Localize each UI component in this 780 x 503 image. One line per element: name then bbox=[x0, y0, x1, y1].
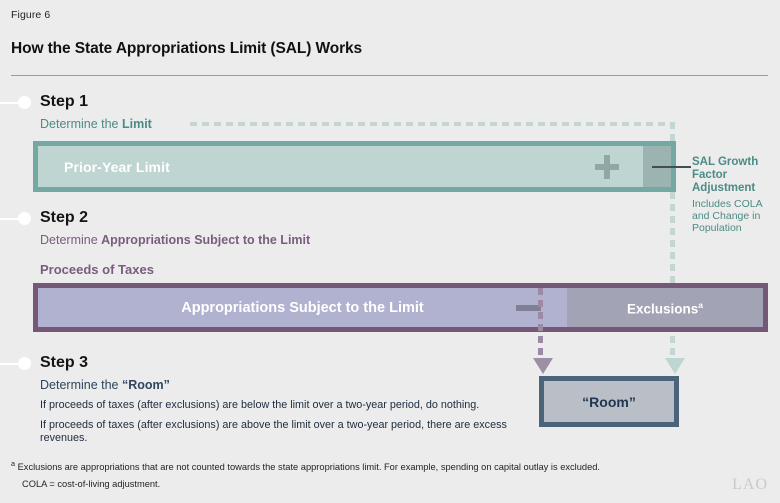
room-result-label: “Room” bbox=[582, 393, 636, 410]
sal-growth-callout-note: Includes COLA and Change in Population bbox=[692, 197, 763, 235]
exclusions-label: Exclusionsa bbox=[567, 299, 763, 316]
step-2-subheading: Determine Appropriations Subject to the … bbox=[40, 233, 310, 247]
room-result-box: “Room” bbox=[539, 376, 679, 427]
appropriations-subject-to-limit-label: Appropriations Subject to the Limit bbox=[181, 299, 424, 316]
proceeds-of-taxes-bar: Appropriations Subject to the Limit Excl… bbox=[33, 283, 768, 332]
step-1-marker bbox=[0, 96, 40, 110]
step-2-bullet-dot bbox=[18, 212, 31, 225]
title-divider bbox=[11, 75, 768, 76]
step-1-sub-strong: Limit bbox=[121, 117, 152, 131]
appropriations-dashed-line-vertical bbox=[538, 288, 543, 359]
footnote-a: a Exclusions are appropriations that are… bbox=[11, 458, 768, 473]
step-3-connector-line bbox=[0, 363, 22, 365]
step-1-connector-line bbox=[0, 102, 22, 104]
step-1-dashed-connector-vertical-top bbox=[670, 122, 675, 144]
step-1-sub-prefix: Determine the bbox=[40, 117, 122, 131]
sal-growth-callout: SAL Growth Factor Adjustment Includes CO… bbox=[692, 156, 778, 235]
proceeds-of-taxes-label: Proceeds of Taxes bbox=[40, 262, 154, 277]
step-1-subheading: Determine the Limit bbox=[40, 117, 152, 131]
step-3-sub-strong: “Room” bbox=[121, 378, 170, 392]
sal-growth-callout-title: SAL Growth Factor Adjustment bbox=[692, 156, 759, 195]
prior-year-limit-label: Prior-Year Limit bbox=[64, 158, 170, 175]
step-1-dashed-connector-horizontal bbox=[190, 122, 674, 126]
proceeds-of-taxes-bar-fill: Appropriations Subject to the Limit Excl… bbox=[38, 288, 763, 327]
footnote-a-text: Exclusions are appropriations that are n… bbox=[17, 462, 601, 473]
step-1-heading: Step 1 bbox=[40, 93, 89, 110]
minus-icon bbox=[516, 304, 541, 311]
sal-limit-dashed-line-vertical bbox=[670, 192, 675, 359]
prior-year-limit-bar-fill: Prior-Year Limit bbox=[38, 146, 671, 187]
step-2-sub-strong: Appropriations Subject to the Limit bbox=[101, 233, 311, 247]
figure-title: How the State Appropriations Limit (SAL)… bbox=[11, 40, 363, 57]
prior-year-limit-bar: Prior-Year Limit bbox=[33, 141, 676, 192]
step-3-bullet-dot bbox=[18, 357, 31, 370]
step-3-note-above-limit: If proceeds of taxes (after exclusions) … bbox=[40, 419, 507, 445]
plus-icon bbox=[595, 154, 619, 179]
step-3-note-below-limit: If proceeds of taxes (after exclusions) … bbox=[40, 399, 480, 411]
room-result-fill: “Room” bbox=[544, 381, 674, 422]
sal-growth-callout-leader bbox=[652, 166, 691, 168]
exclusions-label-text: Exclusions bbox=[626, 300, 699, 316]
footnote-cola: COLA = cost-of-living adjustment. bbox=[22, 479, 161, 489]
lao-logo: LAO bbox=[732, 476, 768, 493]
figure-label: Figure 6 bbox=[11, 9, 51, 21]
step-3-subheading: Determine the “Room” bbox=[40, 378, 170, 392]
footnote-a-marker: a bbox=[11, 459, 15, 468]
exclusions-segment bbox=[567, 288, 763, 327]
step-3-sub-prefix: Determine the bbox=[40, 378, 122, 392]
step-2-marker bbox=[0, 212, 40, 226]
appropriations-arrow-icon bbox=[533, 358, 553, 374]
step-2-connector-line bbox=[0, 218, 22, 220]
sal-limit-arrow-icon bbox=[665, 358, 685, 374]
step-2-heading: Step 2 bbox=[40, 209, 89, 226]
step-2-sub-prefix: Determine bbox=[40, 233, 102, 247]
step-1-bullet-dot bbox=[18, 96, 31, 109]
exclusions-footnote-marker: a bbox=[698, 299, 703, 310]
step-3-marker bbox=[0, 357, 40, 371]
step-3-heading: Step 3 bbox=[40, 354, 89, 371]
